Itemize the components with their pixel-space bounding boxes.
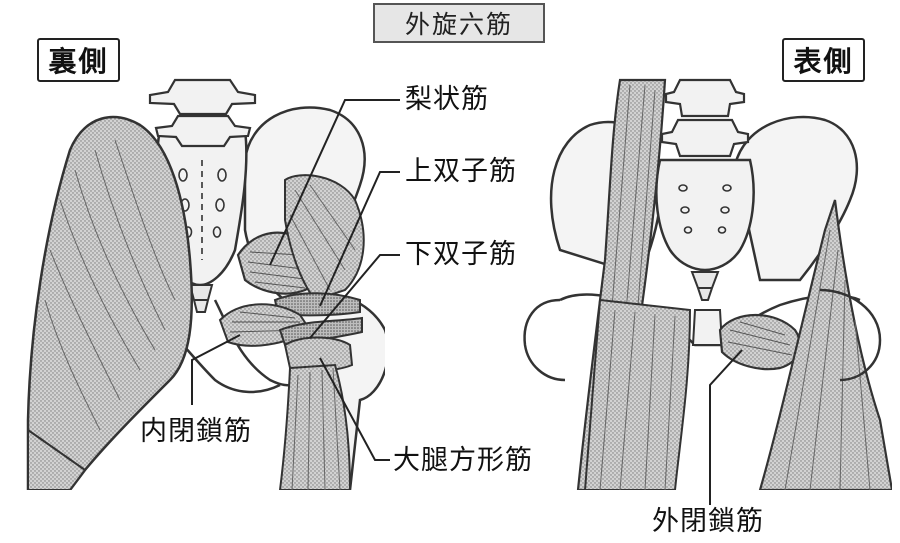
back-thigh-fibers	[291, 367, 341, 490]
front-femur-head-left	[523, 298, 566, 382]
front-lumbar-spine	[660, 78, 750, 158]
label-gemellus-superior: 上双子筋	[405, 156, 517, 187]
back-lumbar-spine	[148, 78, 257, 148]
back-gluteus-fibers	[44, 139, 176, 431]
label-obturator-internus: 内閉鎖筋	[140, 416, 252, 447]
back-gluteus-muscle-left	[26, 115, 194, 490]
back-view-label: 裏側	[37, 38, 120, 82]
front-pubic-symphysis	[691, 309, 724, 346]
leader-obturator-internus	[191, 334, 241, 405]
leader-lines	[191, 99, 743, 505]
label-gemellus-inferior: 下双子筋	[405, 239, 517, 270]
front-view-label: 表側	[782, 38, 865, 82]
front-thigh-right	[758, 199, 892, 490]
front-femur-head-right	[819, 288, 882, 382]
back-sacral-foramina	[178, 160, 227, 260]
back-leg-left	[27, 428, 87, 490]
leader-gemellus-superior	[319, 171, 400, 307]
front-sacrum	[655, 158, 755, 272]
label-obturator-externus: 外閉鎖筋	[652, 506, 764, 537]
front-sacral-foramina	[678, 184, 732, 234]
front-thigh-left	[583, 298, 692, 490]
front-view-illustration	[523, 78, 892, 490]
leader-piriformis	[269, 99, 400, 266]
back-thigh-muscles	[278, 363, 352, 490]
label-quadratus-femoris: 大腿方形筋	[393, 445, 533, 476]
diagram-title: 外旋六筋	[373, 3, 545, 43]
leader-gemellus-inferior	[309, 254, 400, 339]
back-gluteus-deep-fibers	[289, 184, 356, 291]
label-piriformis: 梨状筋	[405, 84, 489, 115]
back-view-illustration	[26, 78, 385, 490]
leader-obturator-externus	[709, 349, 743, 505]
back-coccyx	[188, 284, 214, 313]
front-coccyx	[690, 271, 720, 301]
front-obturator-externus-fibers	[727, 321, 793, 356]
leader-quadratus-femoris	[319, 357, 390, 461]
front-thigh-left-fibers	[599, 309, 676, 490]
